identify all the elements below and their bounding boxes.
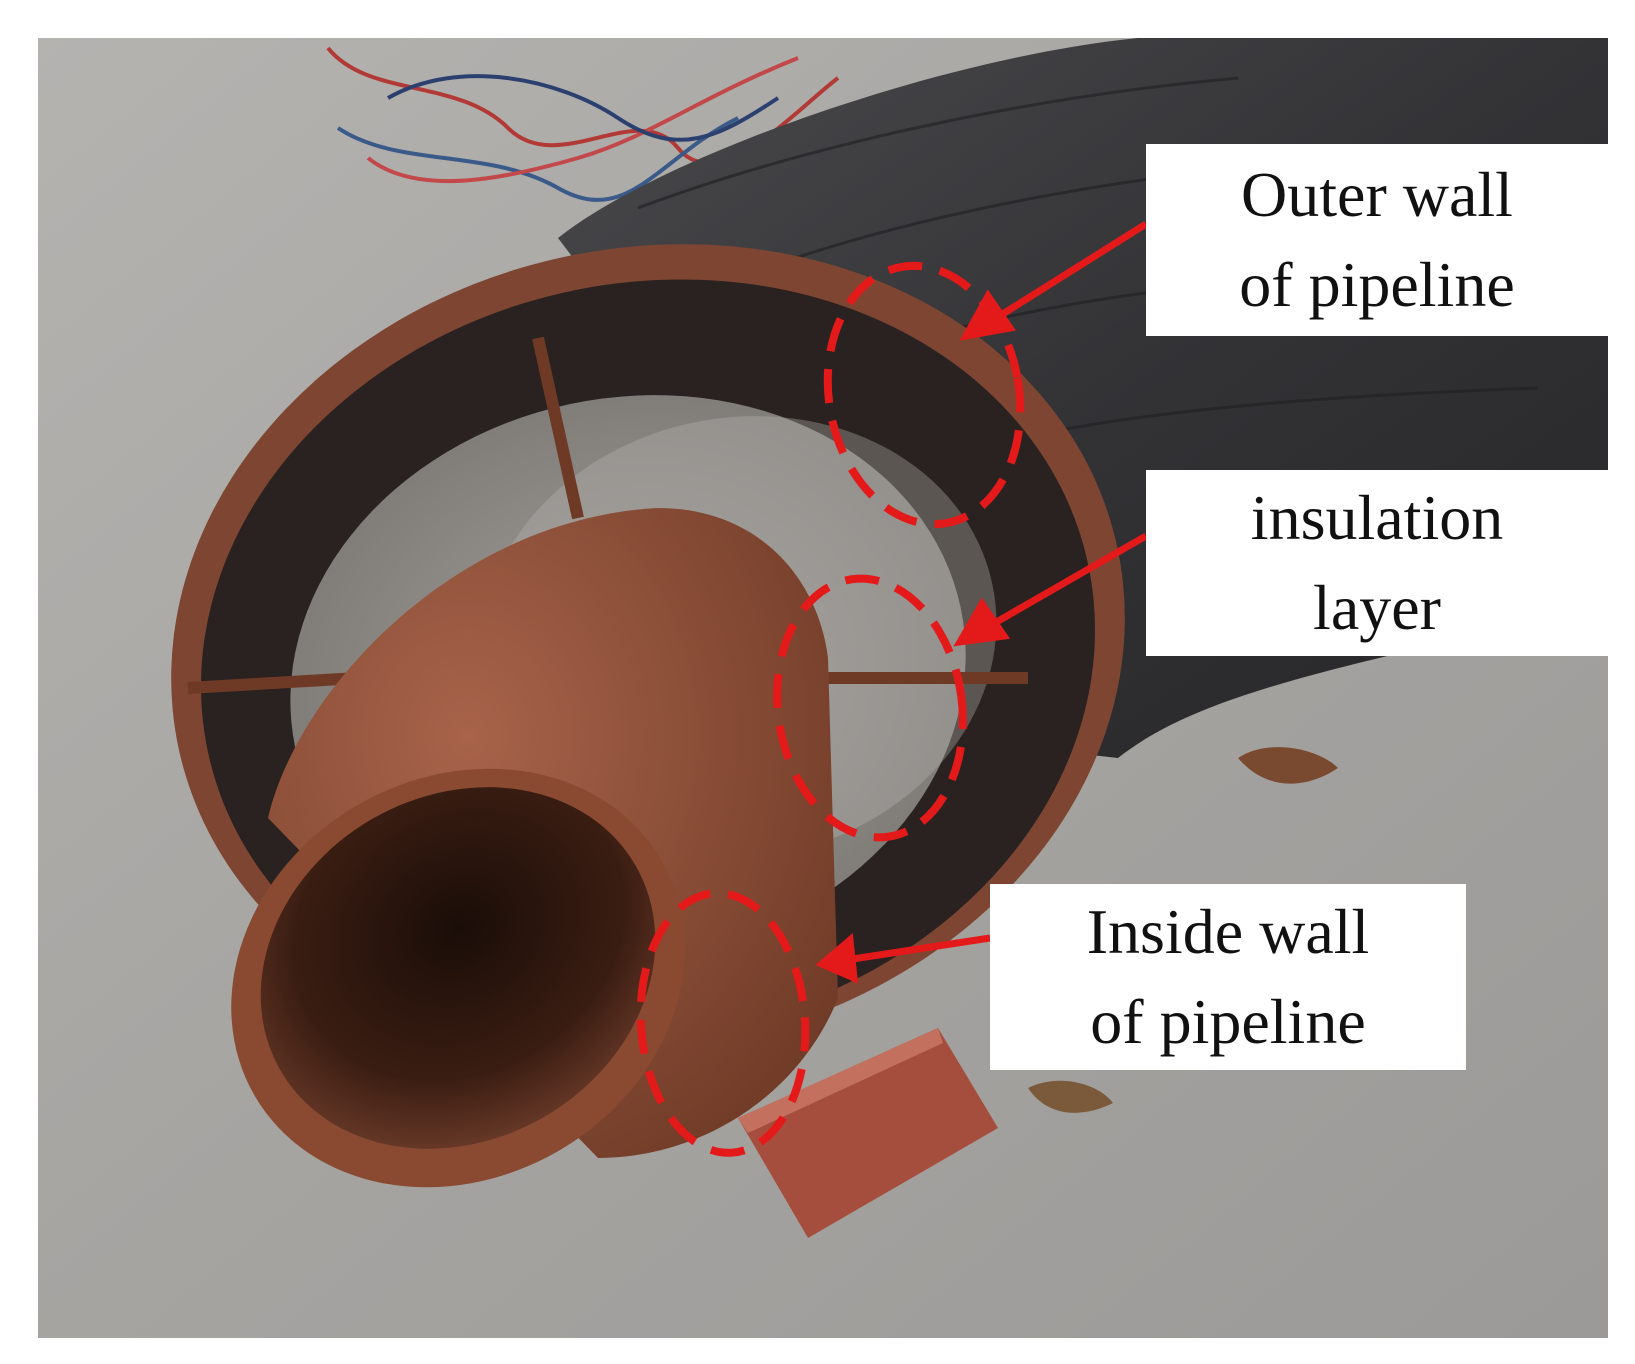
insulation-label-line2: layer [1313, 572, 1441, 643]
insulation-circle [773, 574, 967, 842]
inside-wall-arrow-shaft [845, 934, 991, 964]
outer-wall-label-line1: Outer wall [1241, 159, 1513, 230]
leaf-1 [1238, 747, 1338, 784]
outer-wall-label: Outer wall of pipeline [1146, 144, 1608, 336]
outer-wall-arrow-shaft [988, 221, 1148, 325]
brick [738, 1028, 998, 1238]
annotation-circles [636, 261, 1025, 1157]
outer-wall-circle [823, 261, 1025, 529]
outer-wall-arrow-head [959, 289, 1016, 341]
inside-wall-label: Inside wall of pipeline [990, 884, 1466, 1070]
insulation-label-line1: insulation [1250, 482, 1504, 553]
inside-wall-circle [636, 889, 810, 1157]
insulation-arrow-head [953, 597, 1011, 647]
spacer-rods [187, 336, 1028, 694]
insulation-label: insulation layer [1146, 470, 1608, 656]
annotation-arrows [815, 221, 1148, 984]
inner-pipe-bore [260, 787, 656, 1149]
insulation-arrow-shaft [984, 532, 1148, 632]
leaf-2 [1028, 1080, 1113, 1113]
inside-wall-label-line2: of pipeline [1090, 986, 1366, 1057]
inside-wall-label-line1: Inside wall [1086, 896, 1370, 967]
inside-wall-arrow-head [815, 933, 859, 984]
outer-wall-label-line2: of pipeline [1239, 249, 1515, 320]
